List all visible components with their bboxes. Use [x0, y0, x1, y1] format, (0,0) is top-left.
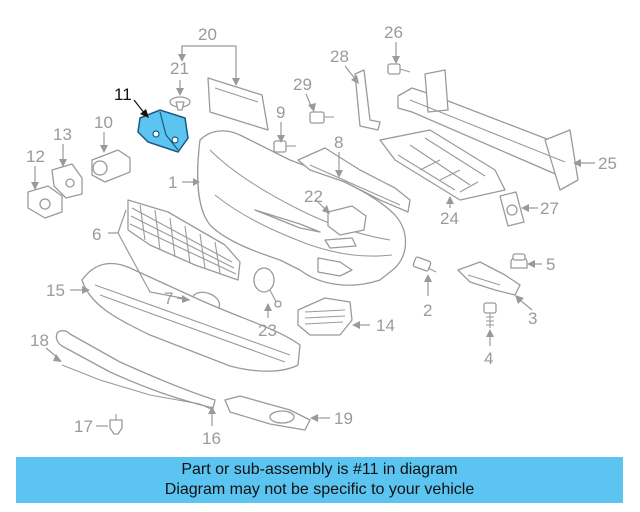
- clip-part-5: [510, 253, 528, 269]
- callout-28: 28: [330, 47, 349, 66]
- bolt-part-9: [273, 140, 296, 153]
- bracket-part-28: [354, 69, 381, 131]
- callout-18: 18: [30, 331, 49, 350]
- callout-29: 29: [293, 75, 312, 94]
- callout-12: 12: [26, 147, 45, 166]
- callout-19: 19: [334, 409, 353, 428]
- callout-23: 23: [258, 321, 277, 340]
- bracket-part-3: [457, 261, 521, 296]
- callout-10: 10: [94, 113, 113, 132]
- banner-line-1: Part or sub-assembly is #11 in diagram: [181, 461, 458, 478]
- callout-4: 4: [484, 349, 493, 368]
- callout-7: 7: [164, 289, 173, 308]
- info-banner: Part or sub-assembly is #11 in diagram D…: [16, 457, 623, 503]
- bracket-part-11-highlighted: [137, 109, 189, 153]
- absorber-part-24: [379, 129, 506, 201]
- bolt-part-2: [412, 256, 437, 273]
- callout-8: 8: [334, 133, 343, 152]
- fog-lamp-bezel-part-14: [297, 297, 353, 336]
- tow-cover-part-22: [327, 205, 367, 236]
- reinforcement-part-8: [297, 147, 411, 213]
- holder-part-13: [51, 163, 83, 199]
- callout-2: 2: [423, 301, 432, 320]
- grille-part-6: [127, 199, 241, 281]
- callout-27: 27: [540, 199, 559, 218]
- callout-21: 21: [170, 59, 189, 78]
- callout-16: 16: [202, 429, 221, 448]
- callout-11-highlighted: 11: [114, 85, 132, 104]
- callout-25: 25: [598, 154, 617, 173]
- callout-1: 1: [168, 173, 177, 192]
- callout-24: 24: [440, 209, 459, 228]
- callout-17: 17: [74, 417, 93, 436]
- callout-22: 22: [304, 187, 323, 206]
- callout-9: 9: [276, 103, 285, 122]
- callout-3: 3: [528, 309, 537, 328]
- callout-14: 14: [376, 316, 395, 335]
- fog-cover-part-19: [224, 395, 311, 431]
- impact-bar-part-25: [397, 69, 579, 191]
- push-pin-part-21: [169, 96, 191, 111]
- clip-part-17: [109, 414, 123, 435]
- sensor-part-10: [91, 149, 131, 183]
- banner-line-2: Diagram may not be specific to your vehi…: [164, 481, 475, 498]
- bracket-part-27: [499, 191, 525, 227]
- leader-lines: [31, 42, 595, 427]
- bolt-part-26: [387, 63, 411, 75]
- callout-5: 5: [546, 255, 555, 274]
- bracket-part-12: [27, 185, 63, 219]
- strip-part-16: [61, 364, 214, 411]
- callout-20: 20: [198, 25, 217, 44]
- callout-labels: 1 2 3 4 5 6 7 8 9 10 11 12 13 14 15 16 1…: [26, 23, 617, 448]
- license-bracket-part-20: [207, 77, 269, 131]
- bumper-cover-part-1: [197, 130, 407, 286]
- callout-6: 6: [92, 225, 101, 244]
- bolt-part-29: [309, 111, 334, 124]
- lower-molding-part-18: [55, 330, 216, 409]
- screw-part-4: [483, 302, 497, 328]
- callout-15: 15: [46, 281, 65, 300]
- tow-hook-part-23: [253, 267, 282, 308]
- air-deflector-part-15: [81, 262, 301, 372]
- callout-26: 26: [384, 23, 403, 42]
- parts-diagram: 1 2 3 4 5 6 7 8 9 10 11 12 13 14 15 16 1…: [26, 23, 617, 448]
- callout-13: 13: [53, 125, 72, 144]
